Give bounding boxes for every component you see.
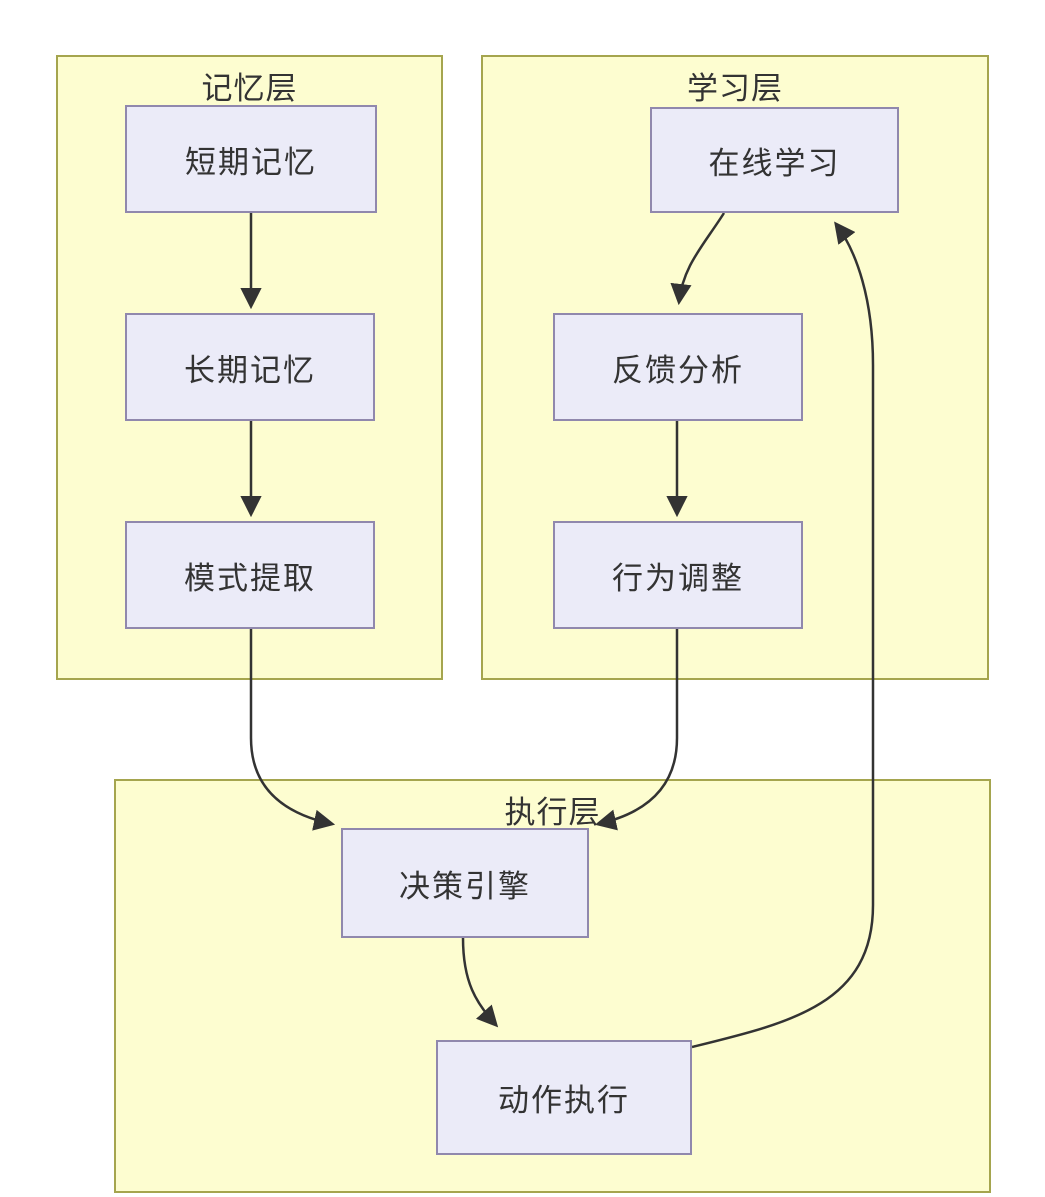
node-short-term-memory-label: 短期记忆 xyxy=(185,144,317,181)
node-decision-engine: 决策引擎 xyxy=(341,828,589,938)
node-action-execution-label: 动作执行 xyxy=(498,1083,630,1119)
cluster-learning-title: 学习层 xyxy=(687,71,783,107)
node-behavior-adjustment-label: 行为调整 xyxy=(612,560,744,597)
node-pattern-extraction: 模式提取 xyxy=(125,521,375,629)
node-action-execution: 动作执行 xyxy=(436,1040,692,1155)
node-short-term-memory: 短期记忆 xyxy=(125,105,377,213)
node-feedback-analysis-label: 反馈分析 xyxy=(612,352,744,389)
node-feedback-analysis: 反馈分析 xyxy=(553,313,803,421)
node-online-learning: 在线学习 xyxy=(650,107,899,213)
node-online-learning-label: 在线学习 xyxy=(708,145,841,182)
cluster-execution-title: 执行层 xyxy=(504,795,601,831)
node-pattern-extraction-label: 模式提取 xyxy=(184,560,316,597)
node-long-term-memory-label: 长期记忆 xyxy=(184,352,316,389)
node-behavior-adjustment: 行为调整 xyxy=(553,521,803,629)
node-long-term-memory: 长期记忆 xyxy=(125,313,375,421)
node-decision-engine-label: 决策引擎 xyxy=(399,868,531,905)
cluster-memory-title: 记忆层 xyxy=(201,71,298,107)
